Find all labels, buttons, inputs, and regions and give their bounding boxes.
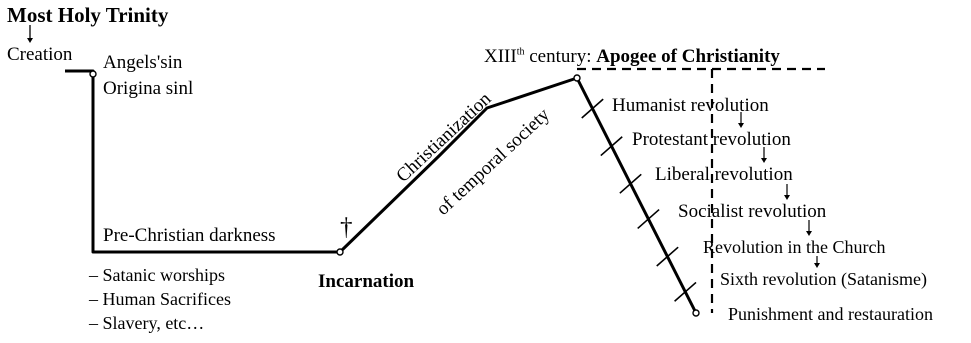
incarnation-node bbox=[336, 248, 344, 256]
trinity-label: Most Holy Trinity bbox=[7, 3, 169, 27]
down-arrow-head bbox=[761, 158, 767, 163]
darkness-label: Pre-Christian darkness bbox=[103, 225, 276, 246]
cross-symbol: † bbox=[340, 214, 353, 241]
revolution-arrows bbox=[738, 112, 820, 268]
revolution-tick bbox=[600, 136, 623, 157]
creation-label: Creation bbox=[7, 44, 73, 65]
century-suffix: century: bbox=[524, 46, 597, 67]
original-sin-label: Origina sinl bbox=[103, 78, 194, 99]
revolution-label: Socialist revolution bbox=[678, 201, 827, 222]
revolution-label: Revolution in the Church bbox=[703, 237, 886, 257]
darkness-item: – Slavery, etc… bbox=[89, 313, 205, 333]
down-arrow-head bbox=[806, 231, 812, 236]
down-arrow-head bbox=[738, 123, 744, 128]
apogee-heading: XIIIth century: Apogee of Christianity bbox=[484, 47, 780, 66]
century-sup: th bbox=[516, 46, 525, 58]
incarnation-label: Incarnation bbox=[318, 271, 415, 292]
apogee-label: Apogee of Christianity bbox=[596, 46, 780, 67]
creation-arrow-head bbox=[27, 38, 33, 43]
timeline-path bbox=[65, 69, 698, 314]
end-node bbox=[692, 309, 700, 317]
darkness-item: – Human Sacrifices bbox=[89, 289, 231, 309]
revolution-tick bbox=[656, 246, 679, 267]
fall-node bbox=[89, 70, 97, 78]
angels-sin-label: Angels'sin bbox=[103, 52, 183, 73]
revolution-label: Sixth revolution (Satanisme) bbox=[720, 269, 927, 289]
revolution-ticks bbox=[581, 98, 697, 302]
down-arrow-head bbox=[814, 263, 820, 268]
revolution-tick bbox=[674, 281, 697, 302]
revolution-label: Punishment and restauration bbox=[728, 304, 933, 324]
revolution-label: Liberal revolution bbox=[655, 164, 793, 185]
revolution-label: Humanist revolution bbox=[612, 95, 769, 116]
revolution-tick bbox=[619, 173, 642, 194]
darkness-item: – Satanic worships bbox=[89, 265, 225, 285]
revolution-tick bbox=[637, 208, 660, 230]
century-prefix: XIII bbox=[484, 46, 517, 67]
apogee-node bbox=[573, 74, 581, 82]
down-arrow-head bbox=[784, 195, 790, 200]
revolution-tick bbox=[581, 98, 604, 119]
revolution-label: Protestant revolution bbox=[632, 129, 791, 150]
